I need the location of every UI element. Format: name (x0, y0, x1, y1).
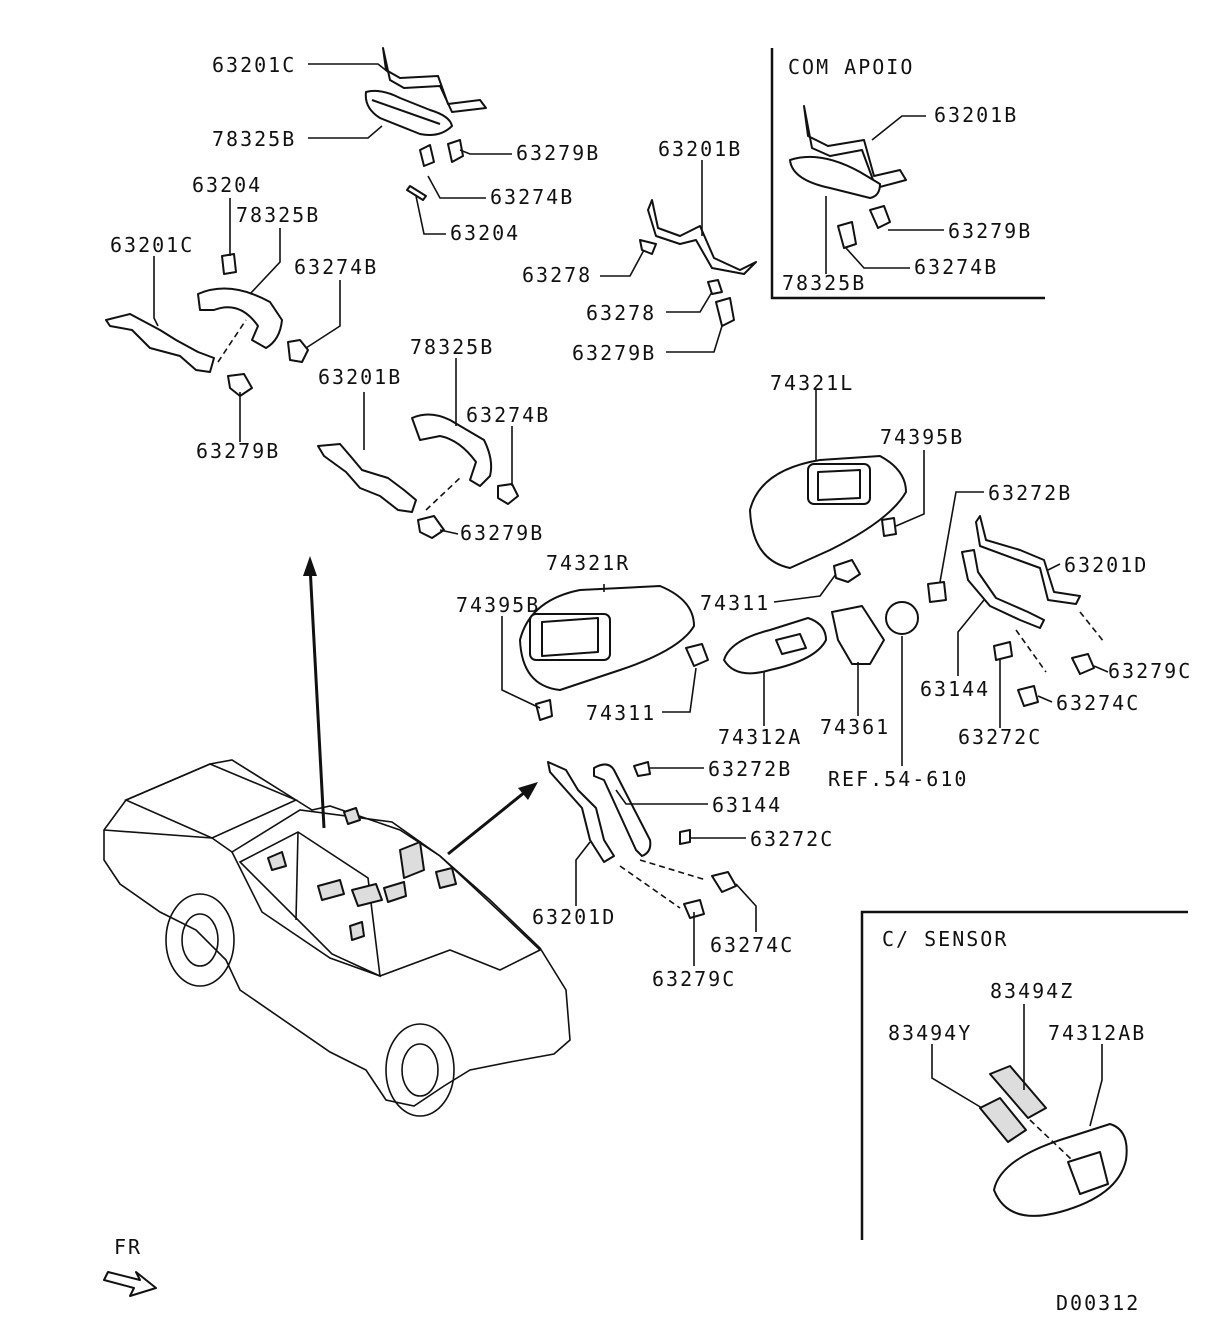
label-74321R[interactable]: 74321R (546, 551, 630, 575)
label-78325B-mid[interactable]: 78325B (410, 335, 494, 359)
label-63272C-right[interactable]: 63272C (958, 725, 1042, 749)
arrow-up (303, 556, 326, 829)
label-inset-63201B[interactable]: 63201B (934, 103, 1018, 127)
label-63278-a[interactable]: 63278 (522, 263, 592, 287)
inset-com-apoio-title: COM APOIO (788, 55, 914, 79)
label-74395B-left[interactable]: 74395B (456, 593, 540, 617)
sun-visor-left (749, 455, 907, 569)
label-63278-b[interactable]: 63278 (586, 301, 656, 325)
leader-lines (153, 63, 1109, 1127)
inset-c-sensor-frame (860, 910, 1188, 1240)
label-63274C-lower[interactable]: 63274C (710, 933, 794, 957)
label-63272B-right[interactable]: 63272B (988, 481, 1072, 505)
sensor-mirror-assembly (979, 1065, 1128, 1217)
label-63279B-mid[interactable]: 63279B (460, 521, 544, 545)
fr-label: FR (114, 1235, 142, 1259)
label-63144-lower[interactable]: 63144 (712, 793, 782, 817)
part-labels: 63201C 78325B 63279B 63274B 63204 63204 … (110, 53, 1192, 1315)
label-ref-54-610[interactable]: REF.54-610 (828, 767, 968, 791)
mirror-cover (831, 605, 885, 665)
label-63272C-lower[interactable]: 63272C (750, 827, 834, 851)
label-74311-a[interactable]: 74311 (700, 591, 770, 615)
label-63279B-upper[interactable]: 63279B (572, 341, 656, 365)
label-63274B-top[interactable]: 63274B (490, 185, 574, 209)
assist-handle-lower (547, 761, 737, 919)
grab-handle-left-assembly (105, 253, 309, 397)
label-63201C-top[interactable]: 63201C (212, 53, 296, 77)
label-63144-right[interactable]: 63144 (920, 677, 990, 701)
label-63279C-right[interactable]: 63279C (1108, 659, 1192, 683)
label-78325B-left[interactable]: 78325B (236, 203, 320, 227)
label-74321L[interactable]: 74321L (770, 371, 854, 395)
label-74311-b[interactable]: 74311 (586, 701, 656, 725)
label-63201D-lower[interactable]: 63201D (532, 905, 616, 929)
label-63274B-left[interactable]: 63274B (294, 255, 378, 279)
inset-com-apoio-frame (770, 48, 1045, 300)
label-63201D-right[interactable]: 63201D (1064, 553, 1148, 577)
label-63201B-mid[interactable]: 63201B (318, 365, 402, 389)
ref-part (885, 601, 919, 635)
label-83494Z[interactable]: 83494Z (990, 979, 1074, 1003)
label-inset-63279B[interactable]: 63279B (948, 219, 1032, 243)
com-apoio-bracket (789, 105, 907, 249)
label-63279C-lower[interactable]: 63279C (652, 967, 736, 991)
label-83494Y[interactable]: 83494Y (888, 1021, 972, 1045)
label-63274B-mid[interactable]: 63274B (466, 403, 550, 427)
label-63279B-left[interactable]: 63279B (196, 439, 280, 463)
label-74395B-right[interactable]: 74395B (880, 425, 964, 449)
label-74312AB[interactable]: 74312AB (1048, 1021, 1146, 1045)
pickup-truck (103, 759, 571, 1117)
label-inset-63274B[interactable]: 63274B (914, 255, 998, 279)
label-63272B-lower[interactable]: 63272B (708, 757, 792, 781)
grab-handle-top-assembly (364, 47, 487, 201)
label-63279B-top[interactable]: 63279B (516, 141, 600, 165)
bracket-63201D-right (927, 515, 1105, 707)
fr-direction-marker: FR (103, 1235, 157, 1297)
label-74361[interactable]: 74361 (820, 715, 890, 739)
sun-visor-right (519, 585, 695, 721)
label-inset-78325B[interactable]: 78325B (782, 271, 866, 295)
label-63204-top[interactable]: 63204 (450, 221, 520, 245)
label-63201B-upper[interactable]: 63201B (658, 137, 742, 161)
visor-clips (685, 559, 861, 667)
label-63204-left[interactable]: 63204 (192, 173, 262, 197)
bracket-63201B-assembly (639, 199, 757, 327)
label-63201C-left[interactable]: 63201C (110, 233, 194, 257)
arrow-right (447, 782, 538, 856)
label-78325B-top[interactable]: 78325B (212, 127, 296, 151)
figure-code: D00312 (1056, 1291, 1140, 1315)
label-63274C-right[interactable]: 63274C (1056, 691, 1140, 715)
rearview-mirror (723, 617, 827, 675)
inset-c-sensor-title: C/ SENSOR (882, 927, 1008, 951)
grab-handle-middle-assembly (317, 413, 519, 539)
label-74312A[interactable]: 74312A (718, 725, 802, 749)
